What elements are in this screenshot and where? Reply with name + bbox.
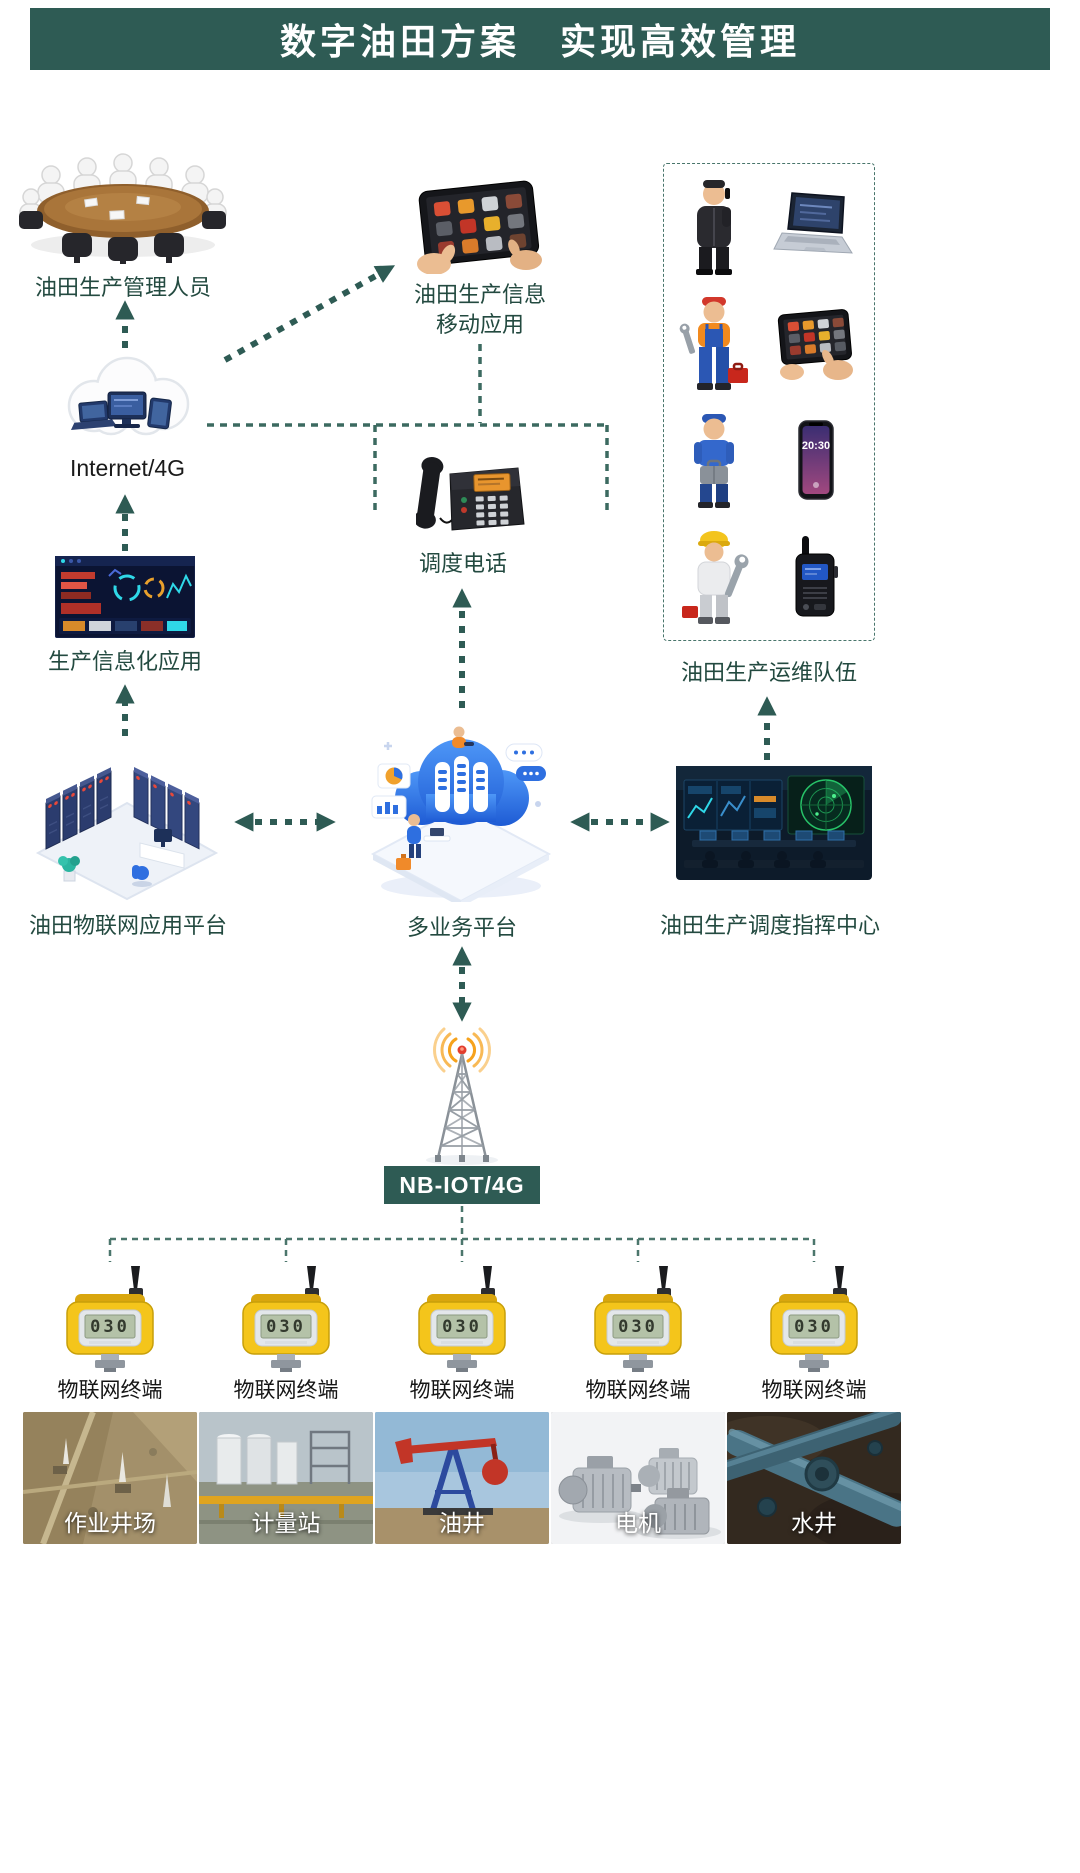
ops-team-row-4	[664, 528, 874, 628]
worker-on-phone-icon	[696, 179, 732, 275]
command-center-illustration	[676, 766, 872, 880]
page-title-banner: 数字油田方案 实现高效管理	[30, 8, 1050, 70]
nbiot-label: NB-IOT/4G	[399, 1171, 525, 1198]
mobile-app-label-line2: 移动应用	[435, 312, 524, 337]
management-label: 油田生产管理人员	[34, 275, 211, 300]
dispatch-phone-illustration	[416, 446, 528, 538]
wellsite-photo: 作业井场	[23, 1412, 197, 1544]
terminal-lcd-3: 030	[442, 1317, 482, 1337]
multi-service-label: 多业务平台	[406, 915, 517, 940]
iot-terminal-device-1: 030	[45, 1266, 175, 1372]
terminal-lcd-4: 030	[618, 1317, 658, 1337]
arrow-internet-to-mobile-app	[223, 265, 396, 363]
info-app-label: 生产信息化应用	[47, 649, 202, 674]
internet-cloud-illustration	[48, 342, 206, 450]
smartphone-time: 20:30	[802, 440, 830, 452]
iot-terminal-device-5: 030	[749, 1266, 879, 1372]
metering-station-photo: 计量站	[199, 1412, 373, 1544]
internet-label: Internet/4G	[69, 455, 186, 481]
multi-service-platform-illustration	[356, 708, 566, 902]
water-well-caption: 水井	[791, 1510, 837, 1536]
nbiot-badge: NB-IOT/4G	[384, 1166, 540, 1204]
iot-platform-serverroom-illustration	[28, 733, 226, 903]
terminal-label-1: 物联网终端	[57, 1379, 163, 1402]
iot-terminal-device-3: 030	[397, 1266, 527, 1372]
mobile-app-label-line1: 油田生产信息	[413, 282, 546, 307]
dispatch-phone-label: 调度电话	[418, 551, 507, 576]
radio-tower-illustration	[400, 1024, 524, 1166]
mobile-app-tablet-illustration	[408, 172, 550, 274]
terminal-label-4: 物联网终端	[585, 1379, 691, 1402]
iot-terminal-device-4: 030	[573, 1266, 703, 1372]
oil-well-caption: 油井	[439, 1510, 485, 1536]
terminal-lcd-5: 030	[794, 1317, 834, 1337]
worker-blue-overalls-icon	[694, 413, 734, 508]
smartphone-icon: 20:30	[798, 419, 834, 500]
laptop-icon	[773, 191, 853, 254]
ops-team-label: 油田生产运维队伍	[680, 660, 857, 685]
management-meeting-illustration	[15, 145, 230, 265]
motors-caption: 电机	[615, 1510, 661, 1536]
ops-team-box: 20:30	[663, 163, 875, 641]
walkie-talkie-icon	[795, 535, 838, 616]
worker-hardhat-wrench-icon	[682, 530, 749, 624]
ops-team-row-2	[664, 294, 874, 394]
terminal-lcd-1: 030	[90, 1317, 130, 1337]
wellsite-caption: 作业井场	[64, 1510, 156, 1536]
iot-platform-label: 油田物联网应用平台	[28, 913, 227, 938]
iot-terminal-device-2: 030	[221, 1266, 351, 1372]
terminal-label-2: 物联网终端	[233, 1379, 339, 1402]
water-well-photo: 水井	[727, 1412, 901, 1544]
terminal-label-5: 物联网终端	[761, 1379, 867, 1402]
ops-team-row-1	[664, 177, 874, 277]
terminal-label-3: 物联网终端	[409, 1379, 515, 1402]
motors-photo: 电机	[551, 1412, 725, 1544]
ops-team-row-3: 20:30	[664, 411, 874, 511]
oil-well-photo: 油井	[375, 1412, 549, 1544]
terminal-lcd-2: 030	[266, 1317, 306, 1337]
command-center-label: 油田生产调度指挥中心	[659, 913, 880, 938]
production-dashboard-illustration	[55, 556, 195, 638]
metering-station-caption: 计量站	[251, 1510, 321, 1536]
mobile-app-label: 油田生产信息 移动应用	[390, 280, 570, 340]
tablet-hands-icon	[777, 308, 853, 380]
page-title: 数字油田方案 实现高效管理	[279, 21, 800, 62]
worker-with-toolbox-icon	[679, 296, 748, 390]
